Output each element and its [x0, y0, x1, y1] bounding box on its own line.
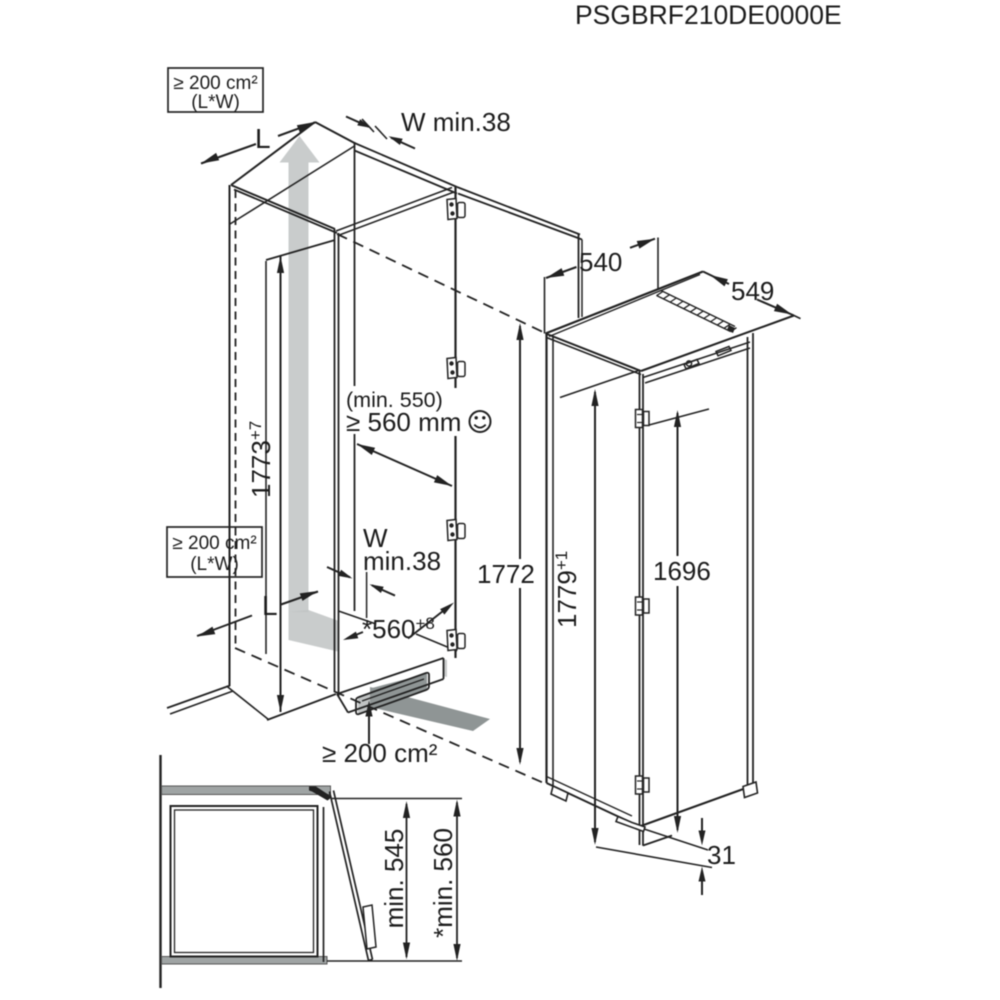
svg-text:PSGBRF210DE0000E: PSGBRF210DE0000E [575, 0, 842, 30]
svg-text:W min.38: W min.38 [401, 107, 511, 137]
svg-text:1696: 1696 [653, 556, 711, 586]
svg-text:549: 549 [731, 276, 774, 306]
svg-text:540: 540 [579, 247, 622, 277]
svg-text:≥ 200 cm²: ≥ 200 cm² [322, 738, 438, 768]
svg-text:(L*W): (L*W) [191, 92, 240, 113]
svg-text:≥ 560 mm: ≥ 560 mm [346, 407, 461, 437]
svg-text:min. 545: min. 545 [379, 829, 409, 929]
svg-text:*min. 560: *min. 560 [428, 828, 458, 938]
svg-text:(L*W): (L*W) [190, 554, 239, 575]
svg-text:L: L [262, 590, 278, 621]
svg-text:≥ 200 cm²: ≥ 200 cm² [173, 73, 257, 94]
svg-text:L: L [255, 123, 271, 154]
svg-text:(min. 550): (min. 550) [346, 388, 443, 412]
svg-text:31: 31 [707, 840, 736, 870]
svg-text:min.38: min.38 [363, 546, 441, 576]
svg-text:1772: 1772 [477, 559, 535, 589]
svg-text:≥ 200 cm²: ≥ 200 cm² [172, 533, 256, 554]
svg-text:W: W [363, 523, 388, 553]
